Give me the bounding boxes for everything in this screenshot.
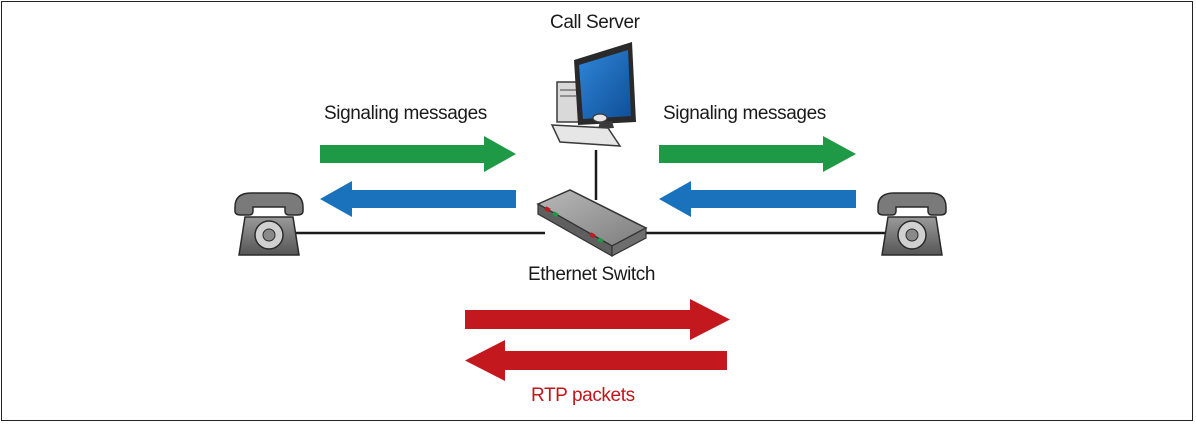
signaling-arrow-right-inbound [659,181,856,217]
rtp-packets-label: RTP packets [531,385,635,406]
signaling-messages-right-label: Signaling messages [663,103,826,124]
rtp-arrow-forward [465,299,730,340]
signaling-arrow-left-inbound [320,181,516,217]
rtp-arrow-backward [465,340,727,381]
ethernet-switch-icon [536,189,648,258]
signaling-arrow-right-outbound [659,136,856,172]
signaling-messages-left-label: Signaling messages [324,103,487,124]
call-server-label: Call Server [550,12,640,33]
telephone-icon [877,192,947,256]
ethernet-switch-label: Ethernet Switch [528,264,656,285]
computer-icon [550,42,636,147]
signaling-arrow-left-outbound [320,136,516,172]
telephone-icon [234,192,304,256]
